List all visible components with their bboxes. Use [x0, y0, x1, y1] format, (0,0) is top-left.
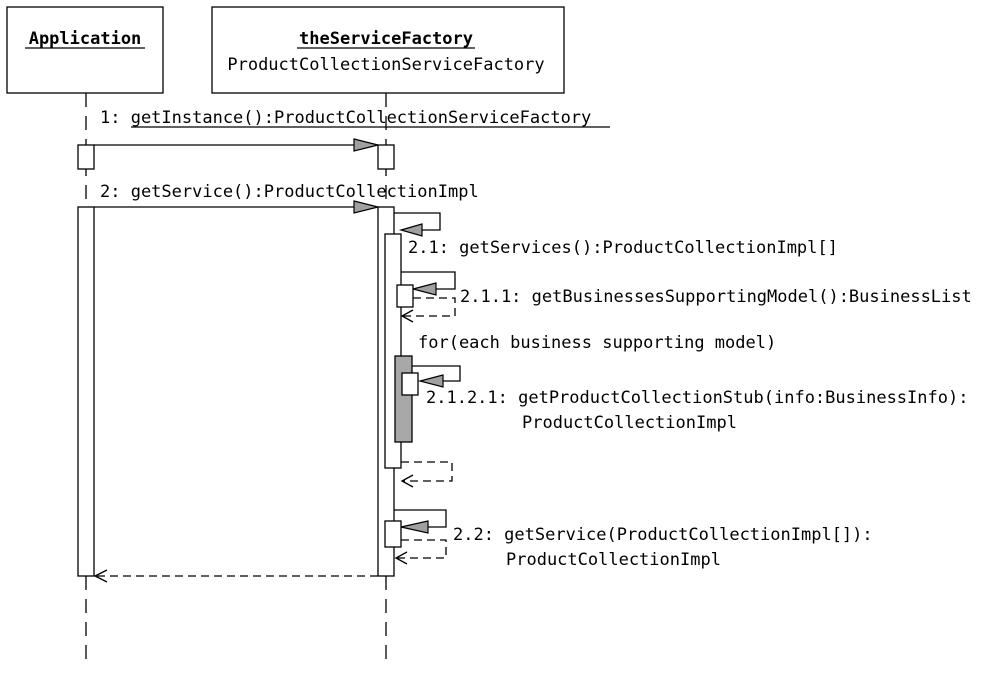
activation-application-1	[77, 144, 95, 170]
message-2-label: 2: getService():ProductCollectionImpl	[100, 182, 479, 202]
participant-box-service-factory	[211, 6, 565, 94]
message-2-1-1-return	[403, 297, 456, 317]
message-2-2-label-line1: 2.2: getService(ProductCollectionImpl[])…	[453, 525, 873, 545]
message-2-1-2-1-arrowhead	[417, 374, 444, 388]
participant-name-service-factory: theServiceFactory	[299, 29, 473, 49]
message-1-label: 1: getInstance():ProductCollectionServic…	[100, 108, 591, 128]
message-2-1-2-1-label-line1: 2.1.2.1: getProductCollectionStub(info:B…	[426, 388, 968, 408]
participant-box-application	[6, 6, 164, 94]
activation-factory-2-1-2-1	[401, 372, 419, 396]
message-2-1-label: 2.1: getServices():ProductCollectionImpl…	[408, 238, 838, 258]
message-2-2-return	[396, 539, 447, 559]
participant-type-service-factory: ProductCollectionServiceFactory	[227, 55, 544, 75]
message-2-2-label-line2: ProductCollectionImpl	[506, 550, 721, 570]
message-2-1-1-arrow	[401, 271, 456, 290]
message-2-1-2-1-arrow	[412, 365, 461, 382]
message-2-2-return-arrowhead	[394, 551, 408, 565]
message-2-2-arrowhead	[400, 520, 429, 534]
loop-guard-label: for(each business supporting model)	[418, 333, 776, 353]
message-2-1-1-return-arrowhead	[400, 309, 414, 323]
message-2-1-1-arrowhead	[410, 282, 437, 296]
activation-factory-2-1-1	[396, 284, 414, 308]
message-1-arrowhead	[353, 138, 379, 152]
message-2-return-arrowhead	[93, 569, 108, 583]
activation-factory-2-2	[384, 520, 402, 548]
message-2-1-1-label: 2.1.1: getBusinessesSupportingModel():Bu…	[460, 287, 972, 307]
participant-application: Application	[6, 6, 164, 94]
message-2-1-2-1-label-line2: ProductCollectionImpl	[522, 413, 737, 433]
participant-service-factory: theServiceFactory ProductCollectionServi…	[211, 6, 565, 94]
message-2-2-arrow	[394, 509, 447, 528]
activation-loop-body	[394, 355, 413, 443]
message-2-1-arrowhead	[398, 223, 423, 237]
activation-application-2	[77, 206, 95, 577]
message-2-arrowhead	[353, 200, 379, 214]
message-2-1-arrow	[394, 212, 441, 231]
message-2-1-return-arrowhead	[400, 474, 414, 488]
message-2-1-return	[401, 461, 453, 482]
participant-name-application: Application	[29, 29, 142, 49]
activation-factory-1	[377, 144, 395, 170]
